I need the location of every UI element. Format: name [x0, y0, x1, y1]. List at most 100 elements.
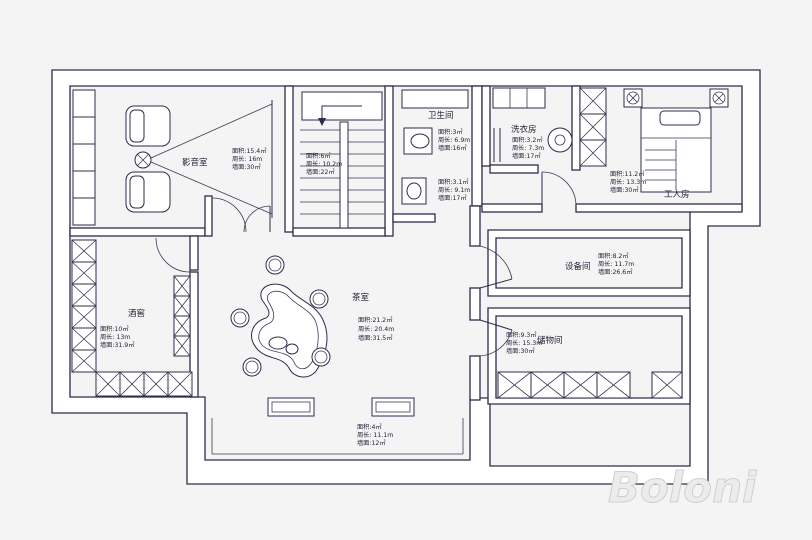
equipment-door-swing — [479, 245, 513, 280]
annotation-area: 面积:11.2㎡ — [610, 170, 645, 178]
shelf-cross-line — [119, 371, 145, 397]
annotation-perimeter: 周长: 15.3m — [506, 339, 542, 347]
washing-machine — [547, 127, 573, 153]
stair-direction-arrow — [321, 105, 362, 122]
armchair-back — [129, 109, 145, 143]
washbasin — [401, 177, 427, 205]
tea-room-furniture — [230, 255, 415, 417]
projector-icon — [136, 153, 150, 167]
sofa-segment — [72, 197, 96, 226]
laundry-east-wall — [571, 85, 581, 171]
annotation-perimeter: 周长: 11.1m — [357, 431, 393, 439]
toilet-bowl — [410, 133, 430, 149]
equipment-door-leaf — [479, 278, 513, 289]
shelf-unit — [173, 295, 191, 317]
shelf-unit — [71, 239, 97, 263]
shelf-cross-line — [596, 371, 631, 399]
shelf-unit — [167, 371, 193, 397]
shelf-unit — [579, 139, 607, 167]
shelf-unit — [530, 371, 565, 399]
shelf-unit — [579, 113, 607, 141]
shelf-cross-line — [530, 371, 565, 399]
washing-machine-drum — [554, 134, 566, 146]
shelf-cross-line — [563, 371, 598, 399]
theater-door-jamb — [204, 195, 213, 237]
room-label-storage: 储物间 — [537, 335, 563, 346]
sofa-segment — [72, 116, 96, 145]
shelf-cross-line — [143, 371, 169, 397]
annotation-wall: 墙面:16㎡ — [438, 144, 467, 152]
washbasin-bowl — [406, 182, 422, 200]
stair-core — [339, 121, 349, 229]
theater-door-swing-2 — [243, 205, 271, 233]
shower-tray — [401, 89, 469, 109]
annotation-perimeter: 周长: 13.3m — [610, 178, 646, 186]
shelf-unit — [173, 275, 191, 297]
shelf-cross-line — [173, 315, 191, 337]
storage-door-swing — [479, 329, 513, 357]
doors — [155, 128, 577, 357]
annotation-perimeter: 周长: 20.4m — [358, 325, 394, 333]
stool-seat — [268, 258, 282, 272]
projection-line — [150, 103, 273, 159]
shelf-unit — [71, 349, 97, 373]
annotation-wall: 墙面:30㎡ — [232, 163, 261, 171]
annotation-area: 面积:3.2㎡ — [512, 136, 543, 144]
laundry-cabinet — [492, 87, 546, 109]
theater-furniture — [72, 89, 273, 226]
shelf-cross-line — [579, 113, 607, 141]
corridor-wall-north — [469, 205, 481, 247]
sofa-segment — [72, 170, 96, 199]
shelf-unit — [143, 371, 169, 397]
equipment-room-walls — [487, 229, 691, 297]
annotation-perimeter: 周长: 13m — [100, 333, 130, 341]
shelf-unit — [497, 371, 532, 399]
servant-door-swing — [541, 171, 577, 207]
shelf-unit — [71, 261, 97, 285]
annotation-perimeter: 周长: 9.1m — [438, 186, 470, 194]
annotation-area: 面积:8.2㎡ — [598, 252, 629, 260]
bench-cushion — [271, 401, 311, 413]
bench-cushion — [375, 401, 411, 413]
annotation-area: 面积:15.4㎡ — [232, 147, 267, 155]
shelf-unit — [173, 315, 191, 337]
annotation-perimeter: 周长: 10.2m — [306, 160, 342, 168]
laundry-south-wall — [489, 164, 539, 174]
annotation-area: 面积:3㎡ — [438, 128, 463, 136]
sofa-segment — [72, 143, 96, 172]
annotation-wall: 墙面:30㎡ — [610, 186, 639, 194]
watermark-logo: Boloni — [608, 463, 757, 512]
annotation-area: 面积:9.3㎡ — [506, 331, 537, 339]
shelf-unit — [71, 327, 97, 351]
shelf-unit — [579, 87, 607, 115]
tea-table-inner-edge — [258, 290, 319, 370]
shelf-unit — [71, 305, 97, 329]
annotation-wall: 墙面:30㎡ — [506, 347, 535, 355]
shelf-cross-line — [173, 275, 191, 297]
annotation-area: 面积:21.2㎡ — [358, 316, 393, 324]
shelf-unit — [173, 335, 191, 357]
shelf-unit — [95, 371, 121, 397]
room-label-bathroom: 卫生间 — [428, 110, 454, 121]
annotation-perimeter: 周长: 16m — [232, 155, 262, 163]
shelf-cross-line — [71, 261, 97, 285]
lamp-icon — [712, 91, 726, 105]
stool-seat — [245, 360, 259, 374]
laundry-west-pier — [481, 85, 491, 167]
shelf-cross-line — [579, 87, 607, 115]
lamp-icon — [626, 91, 640, 105]
annotation-perimeter: 周长: 6.9m — [438, 136, 470, 144]
stool-seat — [233, 311, 247, 325]
stool-seat — [314, 350, 328, 364]
shelf-cross-line — [579, 139, 607, 167]
shelf-unit — [563, 371, 598, 399]
staircase — [300, 91, 384, 229]
corridor-wall-middle — [469, 287, 481, 321]
annotation-wall: 墙面:26.6㎡ — [598, 268, 633, 276]
lamp-icon — [628, 93, 638, 103]
shelf-cross-line — [71, 283, 97, 307]
bathroom-south-wall — [392, 213, 436, 223]
room-label-servant: 工人房 — [664, 189, 690, 200]
shelving — [71, 87, 683, 399]
